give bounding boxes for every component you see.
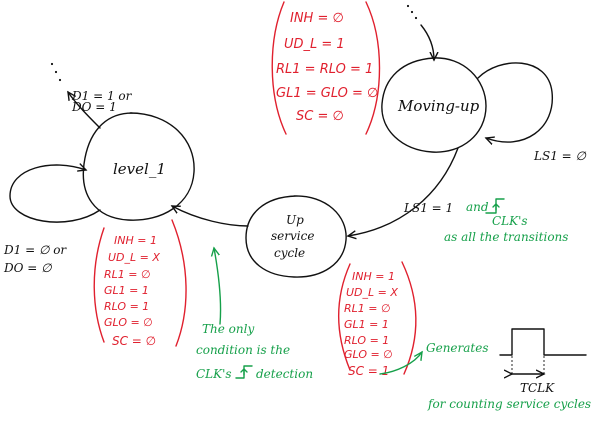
out-mu-1: INH = ∅ — [290, 11, 344, 26]
pulse-waveform — [499, 328, 587, 356]
out-mu-3: RL1 = RLO = 1 — [276, 62, 373, 77]
transition-level-1-self-loop: D1 = ∅ or DO = ∅ — [3, 165, 101, 275]
label-ls1-one: LS1 = 1 — [403, 201, 453, 215]
out-sc-2: UD_L = X — [346, 286, 398, 299]
out-l1-7: SC = ∅ — [112, 334, 156, 348]
clk-rising-edge-icon — [485, 198, 505, 214]
note-only-1: The only — [202, 322, 254, 336]
out-mu-5: SC = ∅ — [296, 109, 344, 124]
out-sc-3: RL1 = ∅ — [344, 302, 391, 315]
out-sc-6: GLO = ∅ — [344, 348, 393, 361]
state-level-1-label: level_1 — [113, 160, 166, 178]
out-mu-2: UD_L = 1 — [284, 37, 345, 52]
label-d1-one: D1 = 1 or — [71, 89, 133, 103]
out-l1-6: GLO = ∅ — [104, 316, 153, 329]
label-d1-zero: D1 = ∅ or — [3, 243, 67, 257]
note-only-3: CLK's — [196, 367, 232, 381]
state-service-line-2: service — [271, 229, 314, 243]
note-counting: for counting service cycles — [427, 397, 591, 411]
out-l1-1: INH = 1 — [114, 234, 157, 247]
transition-moving-up-to-service: LS1 = 1 and CLK's as all the transitions — [348, 147, 568, 244]
transition-entry-moving-up — [406, 4, 434, 60]
outputs-service-cycle: INH = 1 UD_L = X RL1 = ∅ GL1 = 1 RLO = 1… — [338, 261, 417, 378]
out-sc-7: SC = 1 — [348, 364, 389, 378]
out-l1-4: GL1 = 1 — [104, 284, 149, 297]
label-clks: CLK's — [492, 214, 528, 228]
transition-level-1-exit: D1 = 1 or DO = 1 — [50, 62, 133, 129]
transition-moving-up-self-loop: LS1 = ∅ — [477, 62, 587, 163]
note-only-condition: The only condition is the CLK's detectio… — [196, 248, 313, 381]
label-and: and — [466, 200, 489, 214]
state-moving-up: Moving-up — [381, 57, 487, 153]
out-sc-5: RLO = 1 — [344, 334, 389, 347]
state-moving-up-label: Moving-up — [397, 97, 480, 115]
note-generates-label: Generates — [426, 341, 489, 355]
label-as-all-transitions: as all the transitions — [444, 230, 568, 244]
label-ls1-zero: LS1 = ∅ — [533, 149, 587, 163]
label-do-zero: DO = ∅ — [3, 261, 52, 275]
note-generates: Generates TCLK for counting service cycl… — [379, 328, 591, 411]
note-only-4: detection — [256, 367, 313, 381]
label-do-one: DO = 1 — [71, 100, 117, 114]
out-mu-4: GL1 = GLO = ∅ — [276, 86, 378, 101]
up-arrow-icon-note — [240, 368, 248, 376]
out-sc-4: GL1 = 1 — [344, 318, 389, 331]
up-arrow-icon — [492, 203, 500, 211]
out-l1-3: RL1 = ∅ — [104, 268, 151, 281]
state-level-1: level_1 — [82, 112, 195, 221]
out-l1-2: UD_L = X — [108, 251, 160, 264]
state-up-service-cycle: Up service cycle — [245, 195, 347, 278]
out-l1-5: RLO = 1 — [104, 300, 149, 313]
note-only-2: condition is the — [196, 343, 290, 357]
state-service-line-1: Up — [286, 213, 304, 227]
note-tclk: TCLK — [520, 381, 555, 395]
transition-service-to-level-1 — [172, 206, 249, 227]
state-service-line-3: cycle — [274, 246, 305, 260]
out-sc-1: INH = 1 — [352, 270, 395, 283]
outputs-level-1: INH = 1 UD_L = X RL1 = ∅ GL1 = 1 RLO = 1… — [93, 219, 187, 348]
outputs-moving-up: INH = ∅ UD_L = 1 RL1 = RLO = 1 GL1 = GLO… — [271, 1, 381, 135]
